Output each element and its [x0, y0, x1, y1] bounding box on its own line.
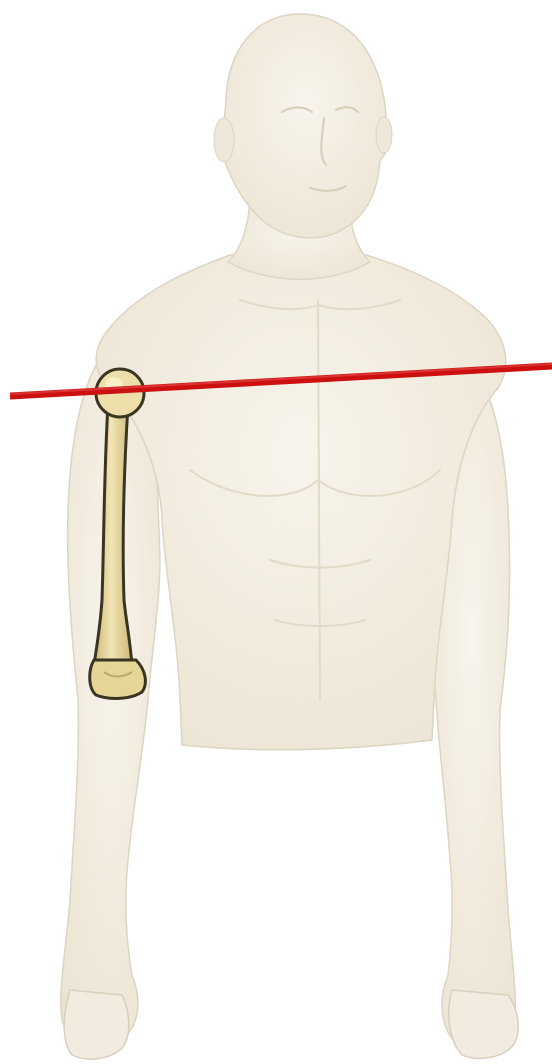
head [221, 14, 390, 238]
right-hand-fingers [449, 990, 518, 1058]
humerus-distal-end [90, 660, 146, 698]
right-ear [376, 117, 392, 153]
left-ear [214, 118, 234, 162]
left-hand-fingers [64, 990, 129, 1059]
human-body [61, 14, 518, 1059]
